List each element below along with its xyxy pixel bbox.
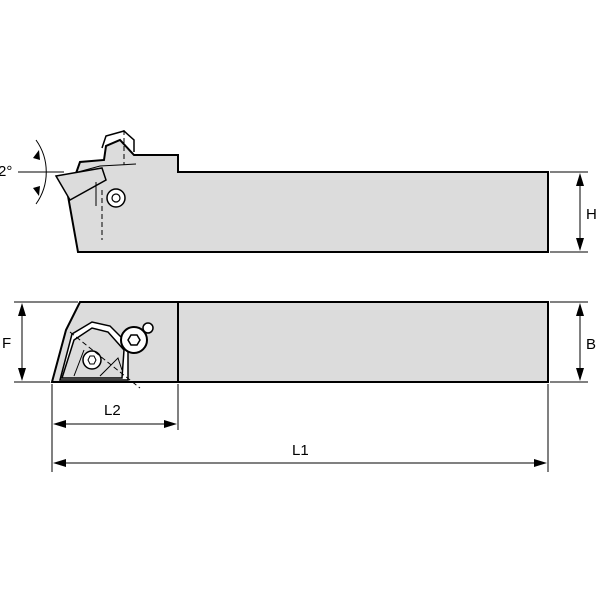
top-view-centerline xyxy=(69,331,141,389)
offset-arrow-top xyxy=(18,303,26,316)
overall-length-dimension: L1 xyxy=(53,384,549,472)
top-view-detail-line xyxy=(99,357,123,377)
overall-length-arrow-left xyxy=(53,459,66,467)
overall-length-arrow-right xyxy=(534,459,547,467)
head-length-dimension: L2 xyxy=(51,384,179,472)
shank-width-dimension: B xyxy=(550,301,596,383)
top-view-insert-screw xyxy=(82,350,102,370)
height-arrow-bottom xyxy=(576,238,584,251)
side-view-insert xyxy=(54,167,107,202)
top-view-shank xyxy=(177,301,549,383)
angle-arrow xyxy=(33,186,40,196)
height-dimension: H xyxy=(550,171,597,253)
head-length-label: L2 xyxy=(104,402,121,419)
side-view-screw xyxy=(106,188,126,208)
top-view-small-screw xyxy=(142,322,154,334)
height-arrow-top xyxy=(576,173,584,186)
side-view-body xyxy=(66,138,549,253)
offset-dimension: F xyxy=(2,301,78,383)
side-view: 2° xyxy=(0,130,549,253)
head-length-arrow-left xyxy=(53,420,66,428)
height-label: H xyxy=(586,206,597,223)
top-view-insert-screw-socket xyxy=(87,355,97,365)
top-view-detail-line xyxy=(73,349,85,377)
head-length-arrow-right xyxy=(164,420,177,428)
angle-label: 2° xyxy=(0,163,12,180)
top-view-clamp-screw xyxy=(120,326,148,354)
side-view-screw-head xyxy=(111,193,121,203)
top-view xyxy=(50,301,549,389)
offset-label: F xyxy=(2,335,11,352)
top-view-clamp-screw-socket xyxy=(127,334,141,346)
offset-arrow-bottom xyxy=(18,368,26,381)
shank-width-label: B xyxy=(586,336,596,353)
shank-width-arrow-bottom xyxy=(576,368,584,381)
shank-width-arrow-top xyxy=(576,303,584,316)
overall-length-label: L1 xyxy=(292,442,309,459)
angle-arrow xyxy=(33,150,40,160)
